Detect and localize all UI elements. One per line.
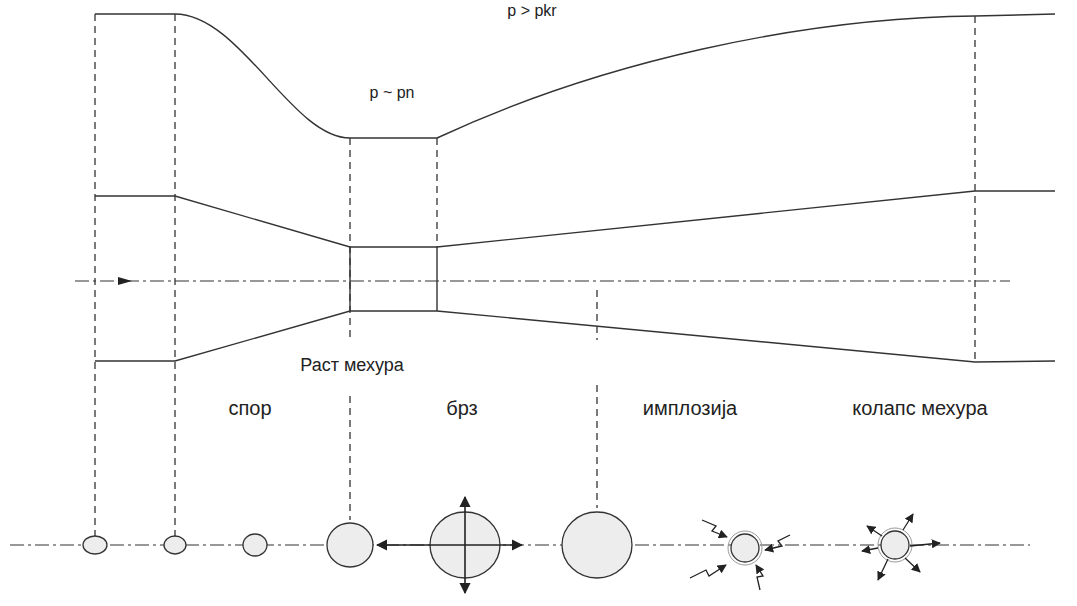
flow-arrow [118, 277, 132, 285]
bubble [83, 536, 107, 554]
imploding-bubble [731, 534, 759, 562]
collapse-arrow [910, 543, 940, 546]
growth-arrow [377, 544, 465, 546]
bubble [164, 536, 186, 554]
guide-line [596, 385, 597, 508]
bubble [562, 512, 632, 578]
collapse-arrow [905, 558, 920, 572]
pressure-label: p > pkr [504, 2, 559, 20]
guide-line [94, 14, 95, 540]
stage-label: спор [225, 397, 274, 420]
bubble [327, 523, 373, 567]
stage-label: брз [443, 397, 481, 420]
bubble-rim [878, 528, 912, 562]
guide-line [349, 396, 350, 520]
growth-arrow [465, 544, 522, 546]
stage-label: колапс мехура [849, 397, 990, 420]
stage-label: Раст мехура [297, 355, 406, 376]
collapse-arrow [867, 526, 882, 536]
implosion-shock [690, 565, 726, 578]
guide-line [349, 138, 350, 342]
growth-arrow [464, 545, 466, 593]
throat-line [436, 247, 437, 311]
bubble-axis [10, 544, 1030, 545]
pressure-curve [95, 14, 1055, 138]
pressure-label: p ~ pn [367, 84, 418, 102]
implosion-shock [765, 535, 790, 550]
collapsing-bubble [881, 531, 909, 559]
bubble-rim [728, 531, 762, 565]
stage-label: имплозија [640, 397, 740, 420]
collapse-arrow [878, 559, 888, 580]
guide-line [436, 138, 437, 247]
venturi-wall [95, 191, 1055, 247]
implosion-shock [756, 565, 763, 590]
collapse-arrow [903, 514, 913, 530]
center-axis [75, 280, 1010, 281]
throat-line [349, 247, 350, 311]
venturi-wall [95, 311, 1055, 362]
collapse-arrow [862, 548, 878, 551]
growth-arrow [464, 497, 466, 545]
bubble [243, 534, 267, 556]
guide-line [596, 290, 597, 340]
guide-line [174, 14, 175, 540]
guide-line [974, 16, 975, 362]
implosion-shock [702, 520, 727, 537]
